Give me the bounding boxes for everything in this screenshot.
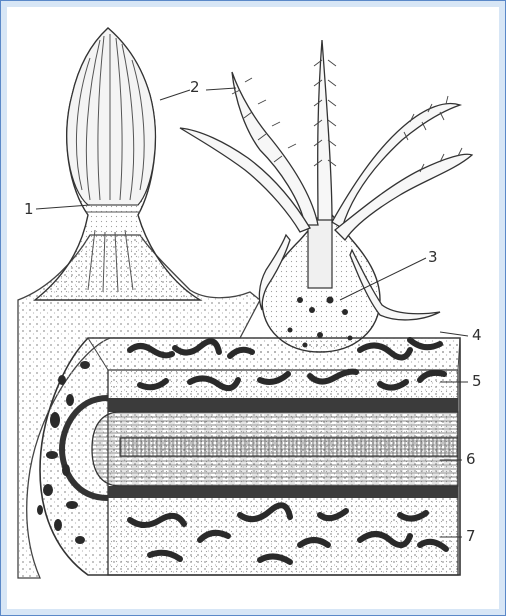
label-5: 5 [472,372,482,390]
label-4: 4 [472,326,482,344]
axial-skeleton [62,398,458,498]
label-3: 3 [428,248,438,266]
label-6: 6 [466,450,476,468]
label-2: 2 [190,78,200,96]
label-1: 1 [24,200,34,218]
label-7: 7 [466,527,476,545]
retracted-polyp [35,28,200,300]
